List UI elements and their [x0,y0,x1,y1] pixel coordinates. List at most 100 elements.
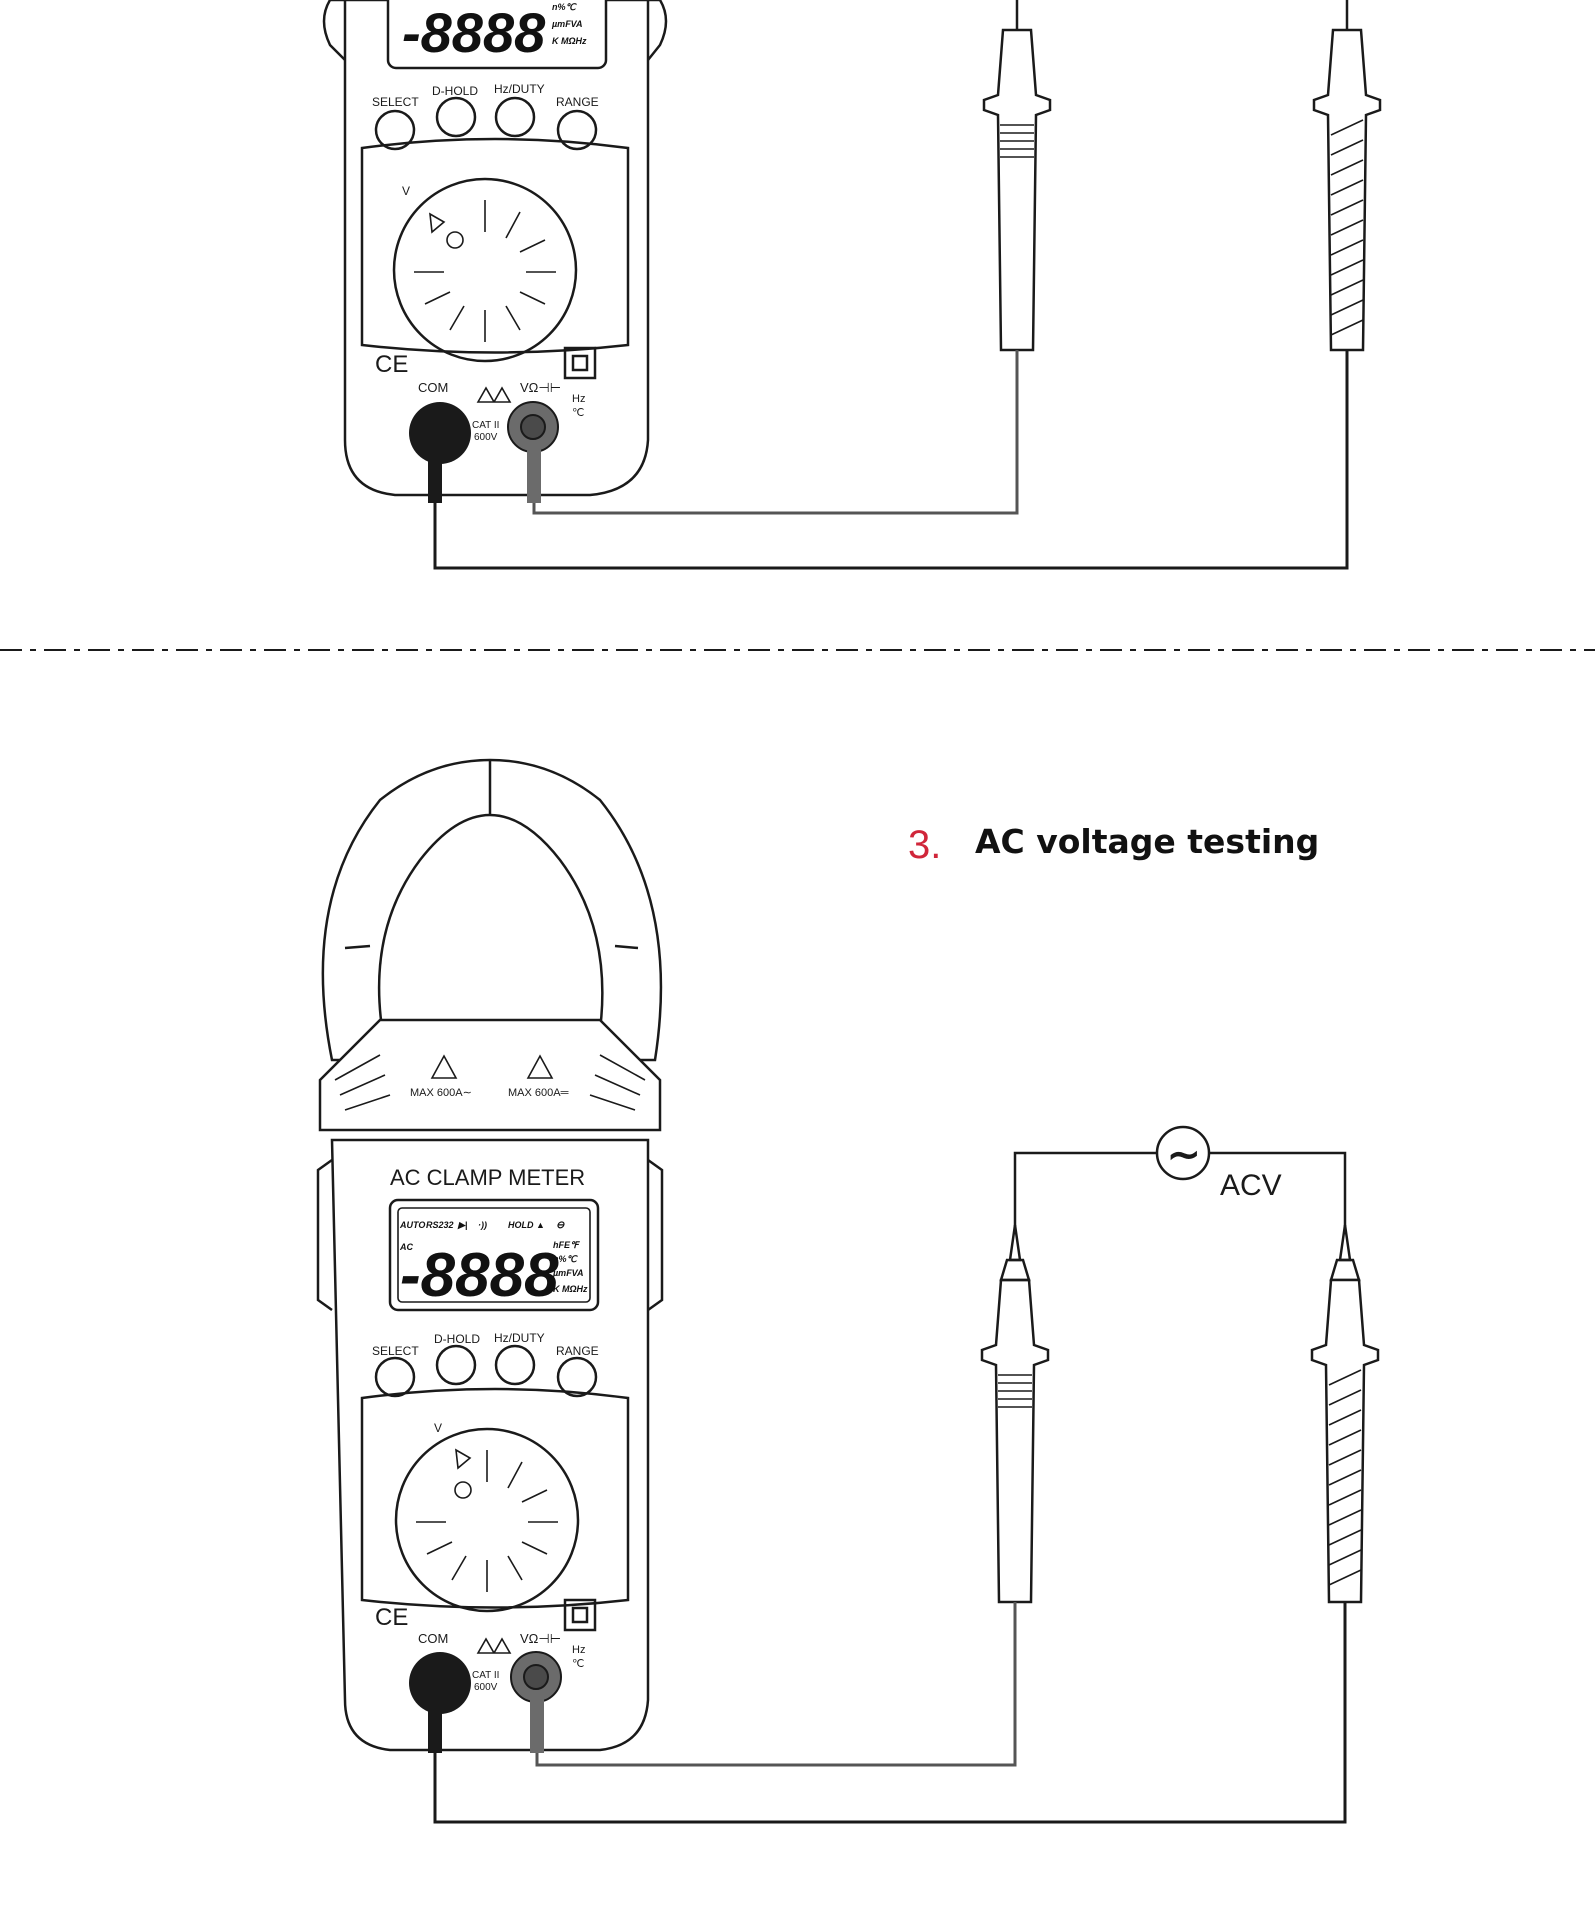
bottom-red-plug [530,1697,544,1753]
top-black-wire [433,350,1349,570]
bottom-dial-label: V [434,1421,442,1435]
bottom-lcd-unit-3: µmFVA [552,1268,584,1278]
bottom-dhold-label: D-HOLD [434,1332,480,1346]
top-black-plug [428,455,442,503]
lcd-ind-hold: HOLD [508,1220,534,1230]
jaw-warning-icon-right [526,1054,554,1079]
top-red-wire [532,350,1019,515]
top-dial-knob[interactable] [392,177,578,363]
top-lcd-unit-3: K MΩHz [552,36,587,46]
lcd-ind-buzzer: ·)) [478,1220,487,1230]
bottom-probe-left [980,1278,1050,1604]
jaw-warning-right: MAX 600A═ [508,1087,569,1099]
source-wire-left [1013,1151,1157,1227]
top-input-label: VΩ⊣⊢ [520,380,561,395]
lcd-ind-rs232: RS232 [426,1220,454,1230]
top-dial-pointer-icon [429,212,446,234]
bottom-volt-label: 600V [474,1682,498,1693]
bottom-left-grip [316,1158,333,1312]
bottom-hzduty-button[interactable] [494,1344,536,1386]
top-dhold-button[interactable] [435,96,477,138]
top-dhold-label: D-HOLD [432,84,478,98]
bottom-select-label: SELECT [372,1344,419,1358]
top-com-jack[interactable] [409,402,471,464]
ac-source-symbol: ∼ [1167,1133,1201,1177]
top-probe-left-rings [1000,124,1034,158]
jaw-mark-left [344,944,371,950]
top-probe-left [982,28,1052,352]
top-hzduty-button[interactable] [494,96,536,138]
top-right-grip [647,0,668,61]
top-select-button[interactable] [374,109,416,151]
bottom-probe-right-collar [1329,1258,1361,1282]
source-wire-right [1210,1151,1347,1227]
top-probe-right [1312,28,1382,352]
bottom-right-grip [647,1158,664,1312]
top-probes [433,0,1382,570]
bottom-lcd-unit-1: hFE℉ [553,1240,580,1250]
top-dial-panel [360,137,630,354]
top-temp-label: ℃ [572,407,584,419]
ac-source: ∼ ACV [1013,1125,1347,1227]
top-dial-dot-icon [446,231,464,249]
top-lcd-unit-1: n%℃ [552,2,578,12]
top-red-plug [527,445,541,503]
top-lcd [386,0,608,70]
lcd-ind-auto: AUTO [399,1220,425,1230]
bottom-ce-mark: CE [375,1604,408,1631]
bottom-dial-knob[interactable] [394,1427,580,1613]
bottom-com-jack[interactable] [409,1652,471,1714]
bottom-dial-pointer-icon [455,1448,472,1470]
top-range-button[interactable] [556,109,598,151]
lcd-ind-diode: ▶| [457,1220,467,1230]
bottom-probe-left-rings [998,1374,1032,1408]
step-number: 3. [908,823,941,867]
bottom-com-label: COM [418,1631,448,1646]
top-lcd-unit-2: µmFVA [551,19,583,29]
top-double-insulation-icon [563,346,597,380]
lcd-mode: AC [399,1242,413,1252]
top-ce-mark: CE [375,351,408,378]
bottom-lcd-unit-2: n%℃ [553,1254,579,1264]
clamp-jaw [321,758,663,1062]
jaw-guard [318,1018,662,1132]
top-input-jack-hole [520,414,546,440]
bottom-black-wire [433,1602,1347,1824]
model-label: AC CLAMP METER [390,1165,585,1190]
bottom-lcd-digits: -8888 [400,1241,559,1310]
bottom-dial-dot-icon [454,1481,472,1499]
bottom-cat-label: CAT II [472,1670,499,1681]
lcd-ind-rel: ▲ [536,1220,545,1230]
top-hz-label: Hz [572,393,585,405]
bottom-hz-label: Hz [572,1644,585,1656]
bottom-range-label: RANGE [556,1344,599,1358]
ac-source-label: ACV [1220,1169,1282,1202]
bottom-dhold-button[interactable] [435,1344,477,1386]
bottom-probe-left-collar [999,1258,1031,1282]
bottom-probe-right [1310,1278,1380,1604]
bottom-select-button[interactable] [374,1356,416,1398]
top-hzduty-label: Hz/DUTY [494,82,545,96]
top-cat-label: CAT II [472,420,499,431]
guard-ribs-right [589,1054,646,1111]
guard-ribs-left [334,1054,391,1111]
bottom-lcd [388,1198,600,1312]
bottom-warning-icons [476,1637,512,1654]
jaw-warning-icon-left [430,1054,458,1079]
top-meter: -8888 n%℃ µmFVA K MΩHz SELECT D-HOLD Hz/… [322,0,668,503]
top-dial-ribs [414,200,556,342]
jaw-warning-left: MAX 600A∼ [410,1087,472,1099]
bottom-double-insulation-inner-icon [571,1606,589,1624]
top-lcd-digits: -8888 [402,1,546,64]
bottom-probe-right-tip [1338,1224,1352,1262]
top-dial-label: V [402,184,410,198]
top-probe-right-hatch [1330,119,1364,336]
bottom-lcd-inner [397,1207,591,1303]
top-left-grip [322,0,346,61]
bottom-range-button[interactable] [556,1356,598,1398]
jaw-mark-right [614,944,639,950]
bottom-probe-left-tip [1008,1224,1022,1262]
ac-source-icon [1155,1125,1211,1181]
top-volt-label: 600V [474,432,498,443]
